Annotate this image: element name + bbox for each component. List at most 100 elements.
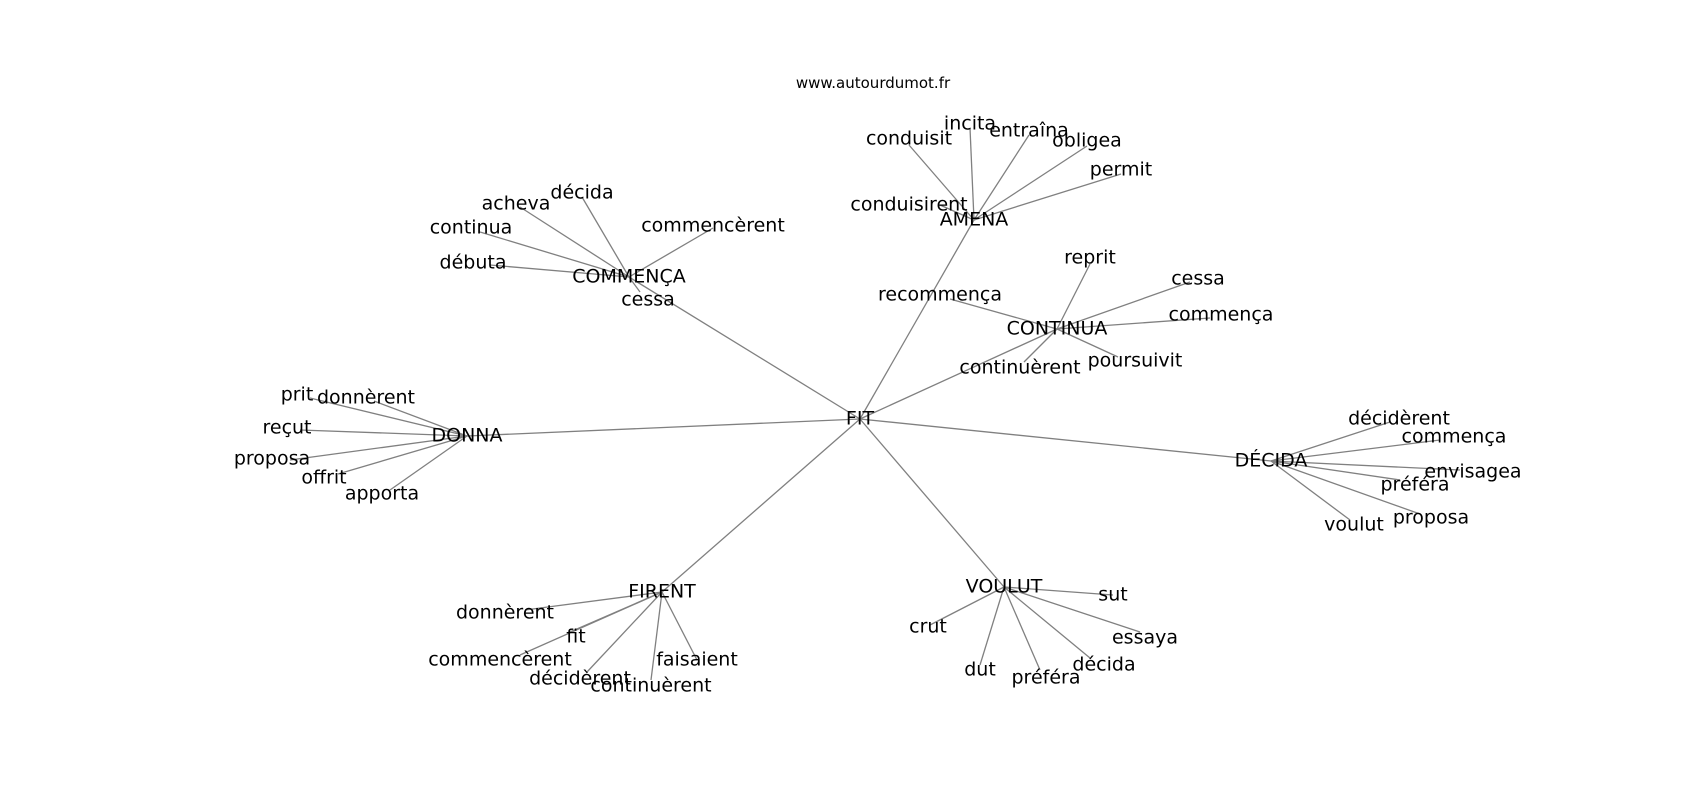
edge-hub-to-leaf	[628, 227, 714, 278]
leaf-word-node[interactable]: poursuivit	[1088, 350, 1183, 372]
edge-hub-to-leaf	[524, 591, 663, 611]
edge-hub-to-leaf	[908, 144, 975, 221]
hub-word-node[interactable]: AMENA	[940, 209, 1009, 231]
edge-hub-to-leaf	[1270, 421, 1391, 462]
leaf-word-node[interactable]: crut	[909, 616, 947, 638]
edge-center-to-hub	[859, 328, 1058, 420]
leaf-word-node[interactable]: décida	[1072, 654, 1135, 676]
leaf-word-node[interactable]: conduisirent	[850, 194, 967, 216]
edge-hub-to-leaf	[1270, 460, 1461, 471]
edge-hub-to-leaf	[973, 145, 1088, 221]
edge-center-to-hub	[661, 418, 861, 593]
edge-hub-to-leaf	[628, 276, 641, 293]
leaf-word-node[interactable]: continua	[430, 217, 513, 239]
edge-hub-to-leaf	[1270, 460, 1421, 515]
leaf-word-node[interactable]: continuèrent	[590, 675, 711, 697]
edge-hub-to-leaf	[389, 435, 468, 491]
edge-hub-to-leaf	[1056, 263, 1091, 330]
edge-hub-to-leaf	[479, 231, 630, 278]
leaf-word-node[interactable]: acheva	[482, 193, 551, 215]
leaf-word-node[interactable]: donnèrent	[317, 387, 415, 409]
leaf-word-node[interactable]: commencèrent	[641, 215, 785, 237]
leaf-word-node[interactable]: proposa	[1393, 507, 1469, 529]
leaf-word-node[interactable]: prit	[281, 384, 314, 406]
leaf-word-node[interactable]: continuèrent	[959, 357, 1080, 379]
edge-hub-to-leaf	[337, 435, 468, 475]
hub-word-node[interactable]: COMMENÇA	[572, 266, 686, 288]
edge-center-to-hub	[628, 276, 861, 420]
edge-hub-to-leaf	[1270, 460, 1401, 481]
edge-hub-to-leaf	[1270, 460, 1351, 521]
edge-hub-to-leaf	[1056, 328, 1119, 358]
leaf-word-node[interactable]: donnèrent	[456, 602, 554, 624]
edge-hub-to-leaf	[519, 591, 663, 656]
edge-hub-to-leaf	[1003, 586, 1091, 659]
edge-hub-to-leaf	[929, 586, 1005, 626]
leaf-word-node[interactable]: préféra	[1381, 474, 1450, 496]
leaf-word-node[interactable]: préféra	[1012, 667, 1081, 689]
graph-labels: www.autourdumot.fr conduisitincitaentraî…	[234, 74, 1522, 697]
leaf-word-node[interactable]: sut	[1098, 584, 1127, 606]
edge-hub-to-leaf	[581, 196, 630, 278]
leaf-word-node[interactable]: permit	[1090, 159, 1152, 181]
site-label[interactable]: www.autourdumot.fr	[796, 74, 951, 92]
leaf-word-node[interactable]: reçut	[262, 417, 311, 439]
leaf-word-node[interactable]: recommença	[878, 284, 1002, 306]
leaf-word-node[interactable]: conduisit	[866, 128, 952, 150]
leaf-word-node[interactable]: reprit	[1064, 247, 1116, 269]
edge-hub-to-leaf	[519, 206, 630, 278]
edge-hub-to-leaf	[973, 173, 1122, 221]
leaf-word-node[interactable]: faisaient	[656, 649, 738, 671]
leaf-word-node[interactable]: décidèrent	[1348, 408, 1450, 430]
edge-hub-to-leaf	[979, 586, 1005, 666]
leaf-word-node[interactable]: proposa	[234, 448, 310, 470]
hub-word-node[interactable]: DONNA	[431, 425, 502, 447]
edge-hub-to-leaf	[289, 435, 468, 461]
leaf-word-node[interactable]: débuta	[440, 252, 507, 274]
leaf-word-node[interactable]: dut	[964, 659, 996, 681]
leaf-word-node[interactable]: entraîna	[989, 120, 1069, 142]
leaf-word-node[interactable]: incita	[944, 113, 996, 135]
hub-word-node[interactable]: CONTINUA	[1007, 318, 1108, 340]
leaf-word-node[interactable]: cessa	[621, 289, 675, 311]
hub-word-node[interactable]: DÉCIDA	[1235, 449, 1308, 472]
leaf-word-node[interactable]: obligea	[1052, 130, 1122, 152]
leaf-word-node[interactable]: décida	[550, 182, 613, 204]
edge-hub-to-leaf	[1270, 439, 1441, 462]
edge-hub-to-leaf	[309, 397, 468, 437]
edge-hub-to-leaf	[1003, 586, 1141, 633]
leaf-word-node[interactable]: décidèrent	[529, 668, 631, 690]
edge-hub-to-leaf	[1003, 586, 1114, 596]
edge-hub-to-leaf	[939, 204, 975, 221]
hub-word-node[interactable]: VOULUT	[966, 576, 1043, 598]
edge-center-to-hub	[859, 418, 1272, 462]
edge-hub-to-leaf	[586, 591, 663, 673]
edge-hub-to-leaf	[1003, 586, 1041, 671]
leaf-word-node[interactable]: essaya	[1112, 627, 1178, 649]
leaf-word-node[interactable]: voulut	[1324, 514, 1384, 536]
edge-hub-to-leaf	[489, 264, 630, 278]
edge-hub-to-leaf	[661, 591, 698, 661]
edge-hub-to-leaf	[650, 591, 663, 681]
hub-word-node[interactable]: FIRENT	[628, 581, 696, 603]
edge-hub-to-leaf	[973, 134, 1030, 221]
leaf-word-node[interactable]: cessa	[1171, 268, 1225, 290]
edge-hub-to-leaf	[1056, 317, 1211, 330]
edge-hub-to-leaf	[1023, 328, 1058, 363]
leaf-word-node[interactable]: commença	[1169, 304, 1274, 326]
edge-hub-to-leaf	[949, 298, 1058, 330]
edge-hub-to-leaf	[969, 127, 975, 221]
graph-edges	[289, 127, 1461, 681]
leaf-word-node[interactable]: commença	[1402, 426, 1507, 448]
edge-hub-to-leaf	[1056, 281, 1191, 330]
leaf-word-node[interactable]: apporta	[345, 483, 419, 505]
leaf-word-node[interactable]: offrit	[301, 467, 346, 489]
leaf-word-node[interactable]: commencèrent	[428, 649, 572, 671]
leaf-word-node[interactable]: fit	[566, 626, 585, 648]
leaf-word-node[interactable]: envisagea	[1424, 461, 1521, 483]
edge-center-to-hub	[859, 219, 975, 420]
center-word-node[interactable]: FIT	[846, 408, 875, 430]
edge-center-to-hub	[859, 418, 1005, 588]
edge-center-to-hub	[466, 418, 861, 437]
